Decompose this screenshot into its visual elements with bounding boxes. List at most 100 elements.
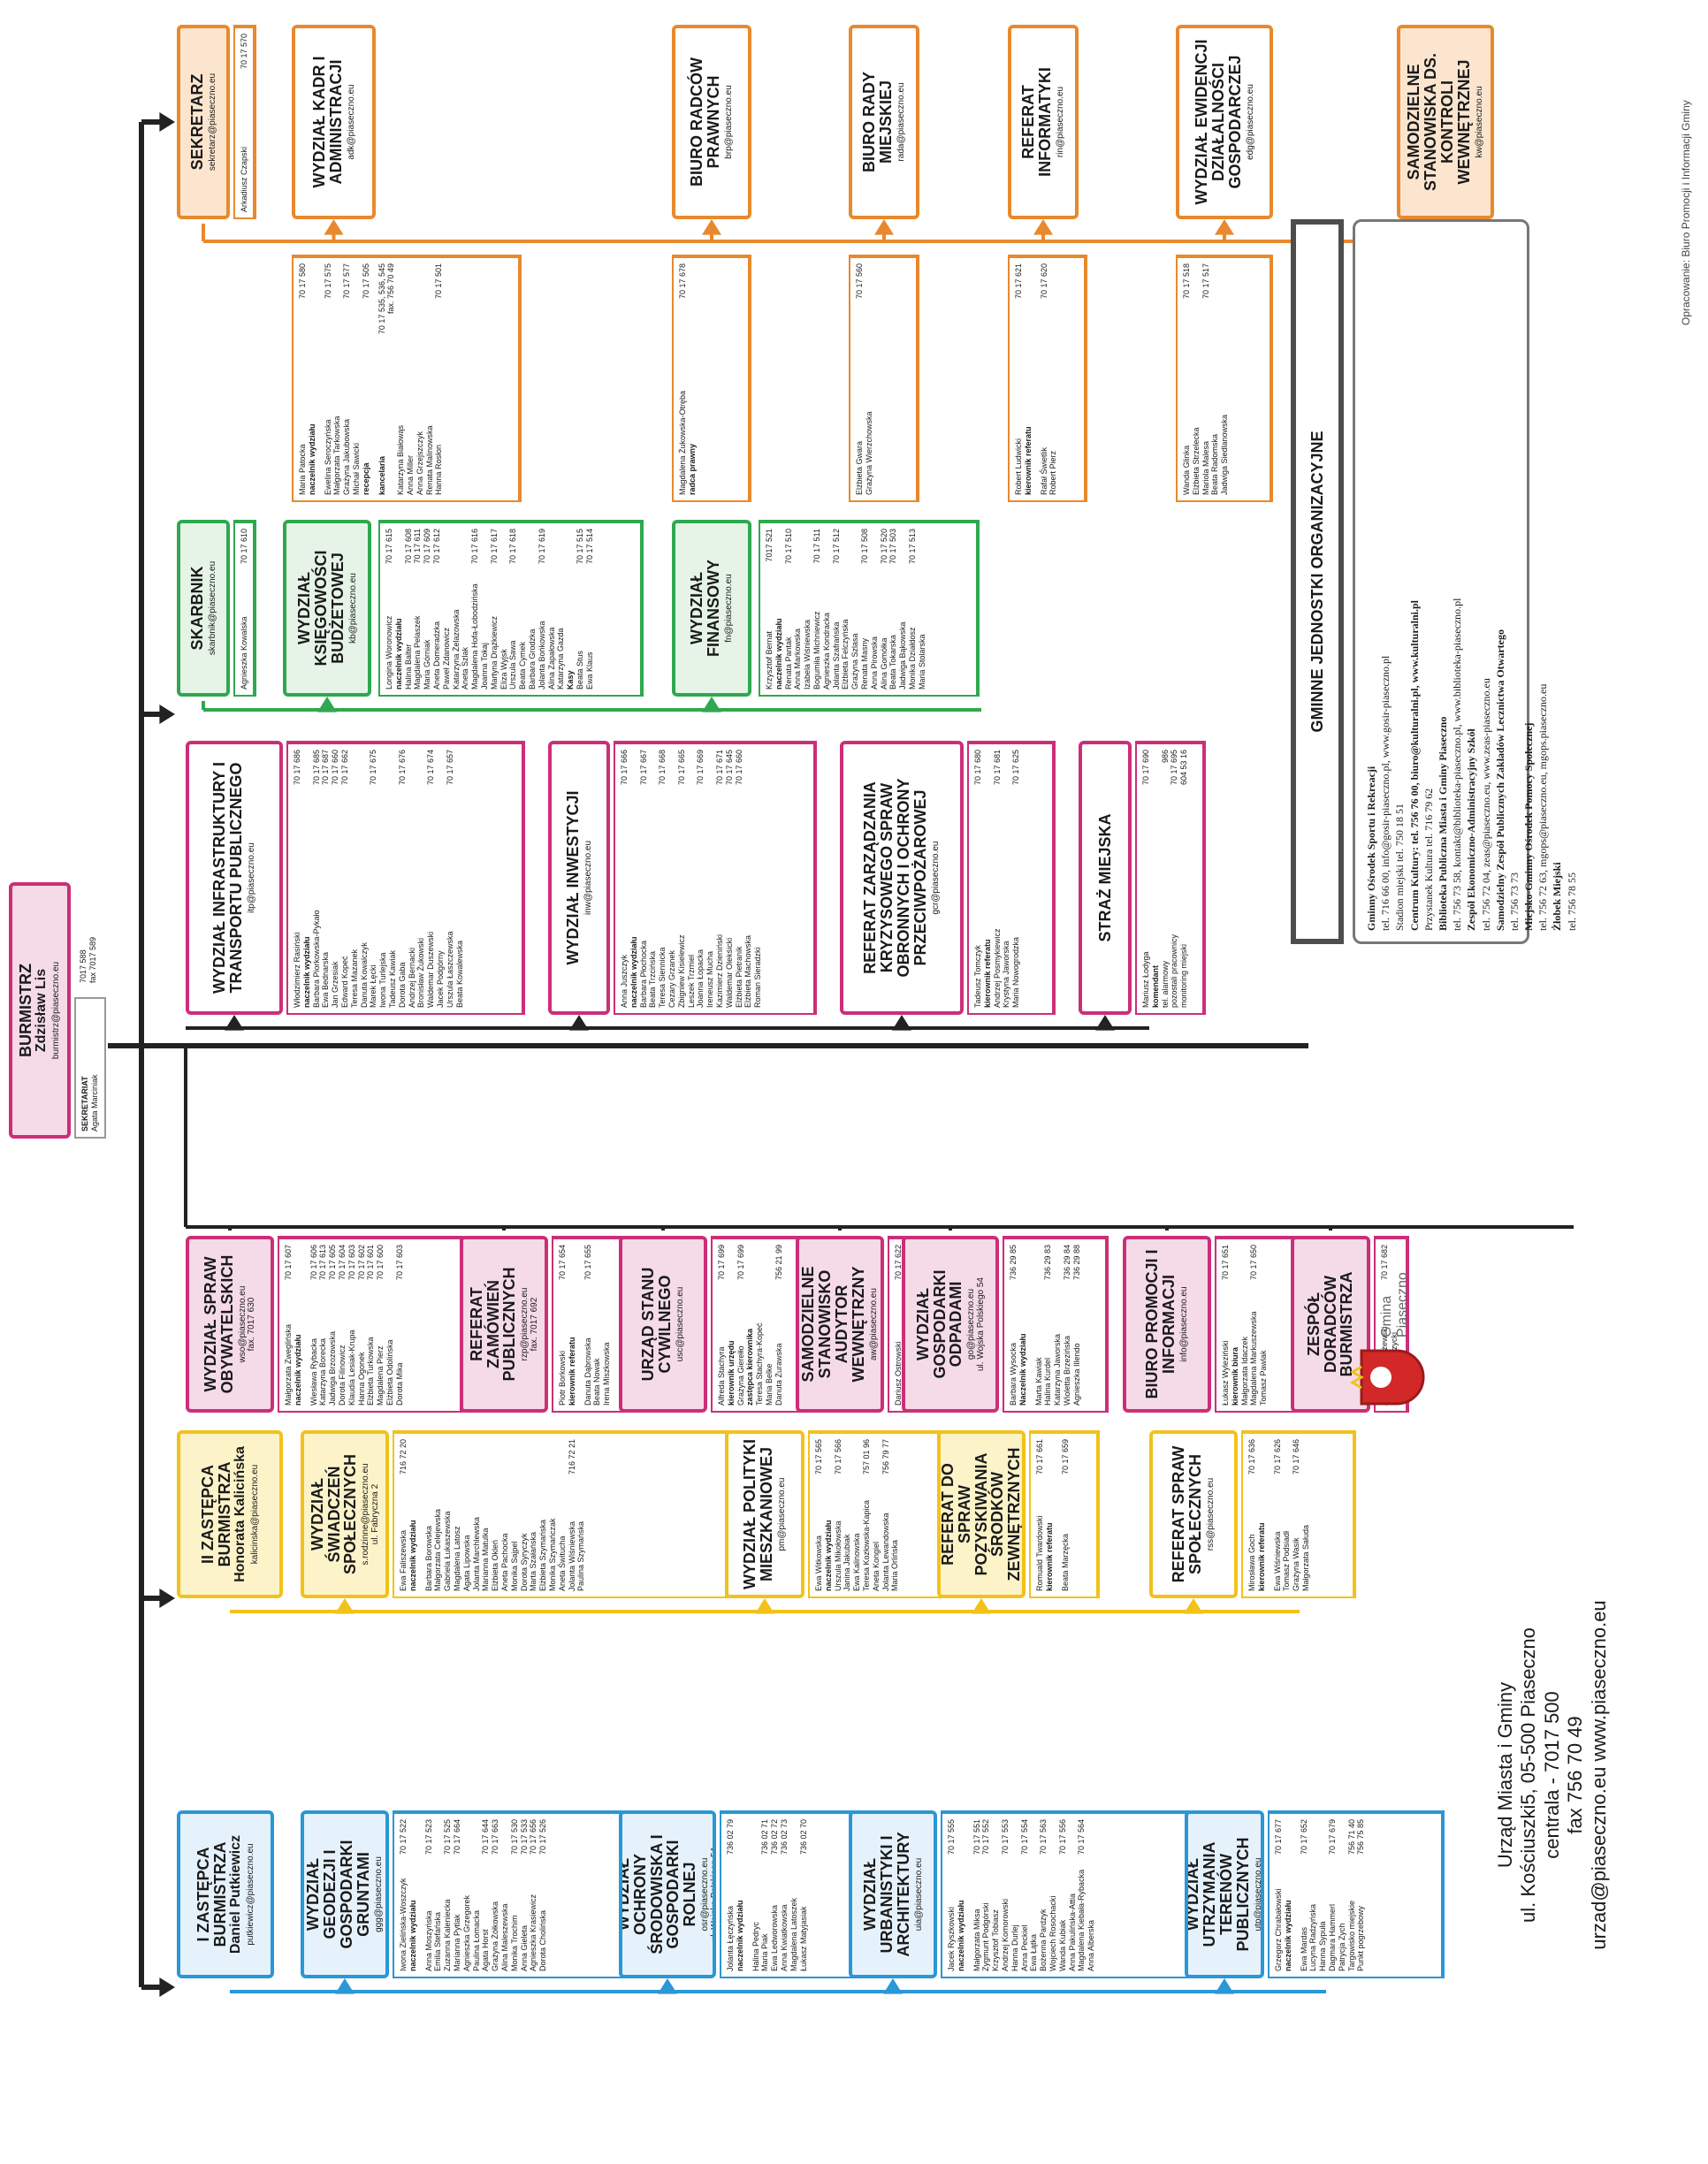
burmistrz-fax: fax 7017 589	[88, 936, 97, 983]
staff-row: Małgorzata Tarkowska	[332, 263, 342, 495]
sekretariat-row: Agata Marciniak	[90, 1004, 100, 1132]
staff-phone: 70 17 513	[907, 529, 917, 565]
staff-phone: 70 17 554	[1019, 1819, 1029, 1855]
unit-box-kryzys: REFERAT ZARZĄDZANIA KRYZYSOWEGO SPRAW OB…	[840, 741, 964, 1015]
staff-name: Naczelnik wydziału	[1018, 1333, 1027, 1406]
staff-name: Tomasz Pawlak	[1259, 1350, 1269, 1406]
staff-row: Kasy	[566, 529, 576, 690]
staff-phone: 70 17 646	[1292, 1439, 1301, 1475]
staff-row: Elżbieta Felczyńska	[841, 529, 850, 690]
unit-title: WYDZIAŁ KSIĘGOWOŚCI BUDŻETOWEJ	[294, 550, 347, 667]
staff-name: Wanda Glinka	[1182, 445, 1191, 495]
staff-name: Dagmara Hammerl	[1327, 1903, 1337, 1971]
unit-title: WYDZIAŁ EWIDENCJI DZIAŁALNOŚCI GOSPODARC…	[1192, 39, 1244, 205]
staff-phone: 70 17 602	[356, 1245, 366, 1281]
staff-name: Jadwiga Siedlanowska	[1220, 414, 1230, 495]
staff-name: Beata Trzcińska	[648, 950, 658, 1008]
staff-name: Danuta Żurawska	[774, 1343, 783, 1406]
staff-row: Roman Sieradzki	[753, 750, 763, 1008]
staff-phone: 70 17 644	[481, 1819, 491, 1855]
staff-name: Joanna Tokaj	[479, 643, 489, 690]
staff-phone: 70 17 613	[318, 1245, 328, 1281]
staff-name: Magdalena Latosz	[452, 1526, 461, 1591]
staff-row: Jolanta Marchlewska	[472, 1439, 482, 1591]
staff-row: kierownik referatu	[1045, 1439, 1055, 1591]
staff-name: Teresa Mazanek	[349, 949, 359, 1008]
unit-email: rss@piaseczno.eu	[1206, 1477, 1216, 1551]
staff-row: Agnieszka Grzegorek	[462, 1819, 472, 1971]
staff-name: Anna Peckiel	[1019, 1924, 1029, 1971]
unit-email: inw@piaseczno.eu	[583, 840, 593, 916]
staff-name: Hanna Durlej	[1010, 1924, 1019, 1971]
phone-row: fax 7017 589	[88, 888, 98, 983]
staff-row: Barbara Borowska	[424, 1439, 434, 1591]
staff-phone: 70 17 512	[831, 529, 841, 565]
staff-phone: 70 17 501	[434, 263, 444, 300]
staff-row: Teresa Mazanek	[350, 750, 360, 1008]
staff-name: Łukasz Wyleziński	[1221, 1340, 1230, 1406]
staff-phone: 70 17 669	[696, 750, 705, 786]
staff-phone: 70 17 687	[321, 750, 331, 786]
staff-phone: 70 17 652	[1299, 1819, 1308, 1855]
unit-title: WYDZIAŁ OCHRONY ŚRODOWISKA I GOSPODARKI …	[619, 1834, 699, 1954]
unit-box-audytor: SAMODZIELNE STANOWISKO AUDYTOR WEWNĘTRZN…	[796, 1236, 884, 1413]
staff-row: naczelnik wydziału	[736, 1819, 745, 1971]
gmina-logo: Gmina Piaseczno	[1344, 1262, 1468, 1421]
staff-name: Dorota Gaba	[397, 962, 407, 1008]
staff-name: Monika Działdosz	[907, 627, 917, 690]
staff-row: Paweł Zdanowicz	[442, 529, 452, 690]
staff-row: Cezary Grzanek	[667, 750, 677, 1008]
staff-name: Agnieszka Krasiewicz	[529, 1894, 538, 1971]
unit-title: BIURO PROMOCJI I INFORMACJI	[1143, 1249, 1178, 1399]
staff-phone: 736 29 84	[1062, 1245, 1071, 1281]
staff-name: Roman Sieradzki	[753, 947, 763, 1008]
staff-name: radca prawny	[687, 443, 697, 495]
staff-phone: 70 17 518	[1182, 263, 1191, 300]
staff-phone: 70 17 678	[678, 263, 687, 300]
staff-phone: 736 02 72	[770, 1819, 780, 1855]
staff-row: Maria Orlińska	[890, 1439, 900, 1591]
staff-name: Anna Pakulińska-Attia	[1067, 1893, 1077, 1971]
staff-name: Maria Stolarska	[917, 634, 926, 690]
staff-row: Monika Sajpel	[510, 1439, 520, 1591]
staff-name: Ewa Wiśniewska	[1272, 1531, 1282, 1591]
staff-row: kierownik urzędu	[727, 1245, 736, 1406]
unit-email: edg@piaseczno.eu	[1245, 84, 1255, 160]
staff-name: kancelaria	[377, 455, 386, 495]
staff-row: Elżbieta Strzelecka	[1192, 263, 1201, 495]
staff-name: kierownik referatu	[1256, 1522, 1266, 1591]
staff-name: Ireneusz Mucha	[705, 950, 715, 1008]
staff-phone: 70 17 674	[426, 750, 436, 786]
staff-name: Ewelina Seroczyńska	[323, 419, 332, 495]
staff-name: Elżbieta Pietranik	[734, 946, 743, 1008]
arrow-head	[317, 697, 337, 712]
staff-name: Elżbieta Gwara	[855, 440, 864, 495]
staff-name: Marianna Pytlak	[452, 1914, 461, 1971]
spacer	[1028, 1245, 1034, 1406]
unit-title: WYDZIAŁ GEODEZJI I GOSPODARKI GRUNTAMI	[304, 1840, 373, 1949]
